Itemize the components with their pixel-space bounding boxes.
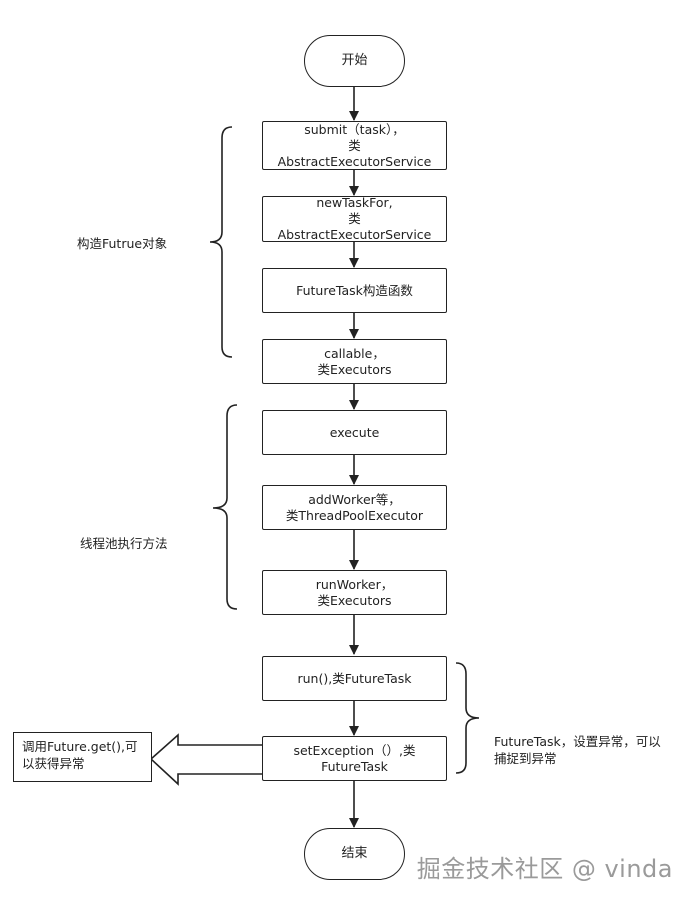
newtaskfor-node: newTaskFor, 类 AbstractExecutorService [262,195,447,242]
futuretask-constructor-node: FutureTask构造函数 [262,268,447,313]
group-label-futuretask: FutureTask，设置异常，可以 捕捉到异常 [494,734,661,766]
callable-node: callable， 类Executors [262,339,447,384]
brace-futuretask [455,662,480,774]
brace-threadpool [212,404,238,610]
watermark: 掘金技术社区 @ vinda [416,855,673,883]
brace-construct [209,126,233,358]
group-label-construct: 构造Futrue对象 [77,236,168,251]
hollow-arrow [149,733,262,786]
addworker-node: addWorker等， 类ThreadPoolExecutor [262,485,447,530]
group-label-threadpool: 线程池执行方法 [80,536,168,551]
end-node: 结束 [304,828,405,880]
start-node: 开始 [304,35,405,87]
setexception-node: setException（）,类 FutureTask [262,736,447,781]
execute-node: execute [262,410,447,455]
runworker-node: runWorker， 类Executors [262,570,447,615]
submit-node: submit（task）， 类 AbstractExecutorService [262,121,447,170]
run-node: run(),类FutureTask [262,656,447,701]
future-get-note: 调用Future.get(),可 以获得异常 [13,732,152,782]
